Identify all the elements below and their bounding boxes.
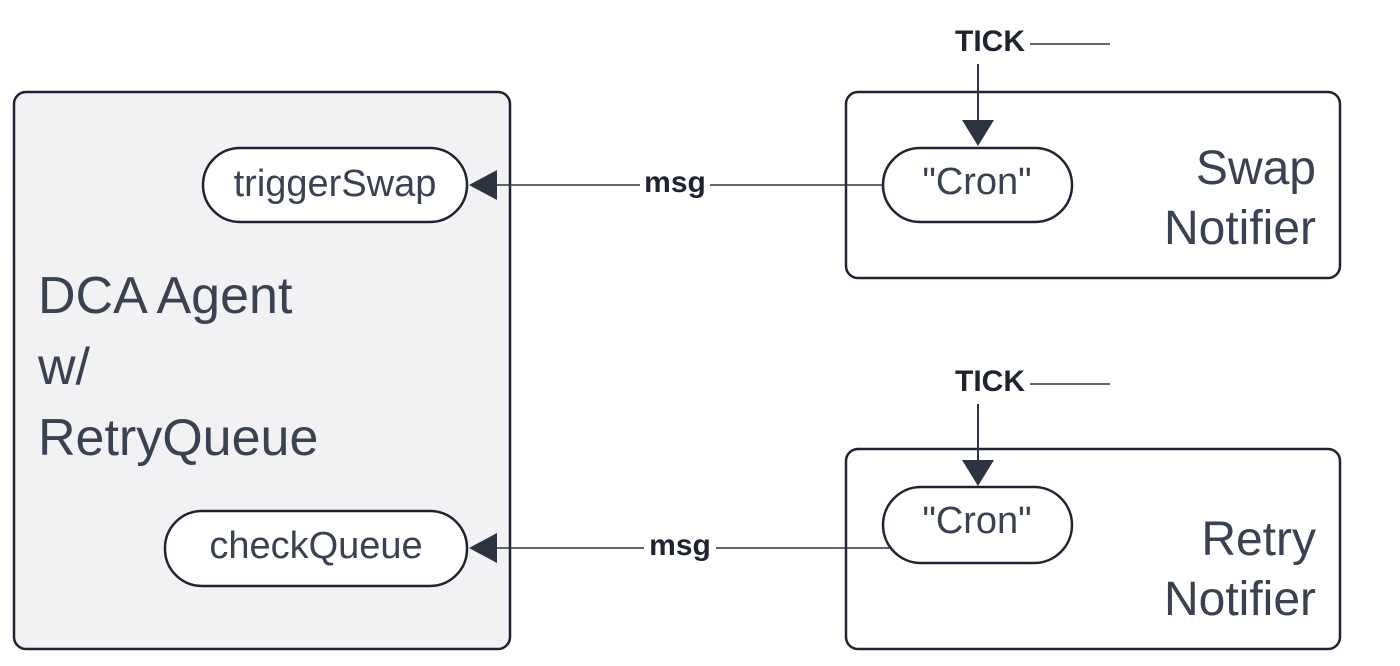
retry-msg-edge: msg bbox=[469, 529, 890, 563]
check-queue-pill[interactable] bbox=[163, 509, 469, 588]
retry-notifier-node: Retry Notifier "Cron" bbox=[844, 447, 1342, 651]
retry-msg-arrowhead bbox=[469, 533, 497, 563]
retry-cron-pill[interactable] bbox=[881, 485, 1074, 565]
check-queue-label: checkQueue bbox=[209, 525, 422, 567]
retry-tick-label: TICK bbox=[955, 365, 1025, 398]
retry-notifier-title-line-2: Notifier bbox=[1164, 573, 1316, 626]
dca-agent-title-line-3: RetryQueue bbox=[38, 409, 318, 467]
swap-cron-label: "Cron" bbox=[922, 161, 1031, 203]
retry-tick-arrowhead bbox=[962, 460, 994, 486]
check-queue-method[interactable]: checkQueue bbox=[163, 509, 469, 588]
swap-tick-arrowhead bbox=[962, 120, 994, 146]
swap-cron-trigger[interactable]: "Cron" bbox=[881, 146, 1074, 224]
swap-tick-input: TICK bbox=[955, 25, 1110, 146]
swap-tick-label: TICK bbox=[955, 25, 1025, 58]
retry-cron-trigger[interactable]: "Cron" bbox=[881, 485, 1074, 565]
swap-notifier-title-line-1: Swap bbox=[1196, 142, 1316, 195]
swap-msg-label: msg bbox=[644, 166, 706, 199]
trigger-swap-pill[interactable] bbox=[201, 146, 469, 224]
trigger-swap-method[interactable]: triggerSwap bbox=[201, 146, 469, 224]
retry-notifier-title-line-1: Retry bbox=[1201, 513, 1316, 566]
dca-agent-node: DCA Agent w/ RetryQueue triggerSwap chec… bbox=[12, 90, 512, 651]
swap-notifier-node: Swap Notifier "Cron" bbox=[844, 90, 1342, 280]
trigger-swap-label: triggerSwap bbox=[234, 163, 437, 205]
swap-notifier-title-line-2: Notifier bbox=[1164, 202, 1316, 255]
swap-msg-edge: msg bbox=[469, 166, 883, 200]
swap-msg-arrowhead bbox=[469, 170, 497, 200]
dca-agent-title-line-2: w/ bbox=[37, 338, 91, 396]
retry-cron-label: "Cron" bbox=[922, 500, 1031, 542]
retry-tick-input: TICK bbox=[955, 365, 1110, 486]
dca-agent-title-line-1: DCA Agent bbox=[38, 267, 293, 325]
retry-msg-label: msg bbox=[649, 529, 711, 562]
